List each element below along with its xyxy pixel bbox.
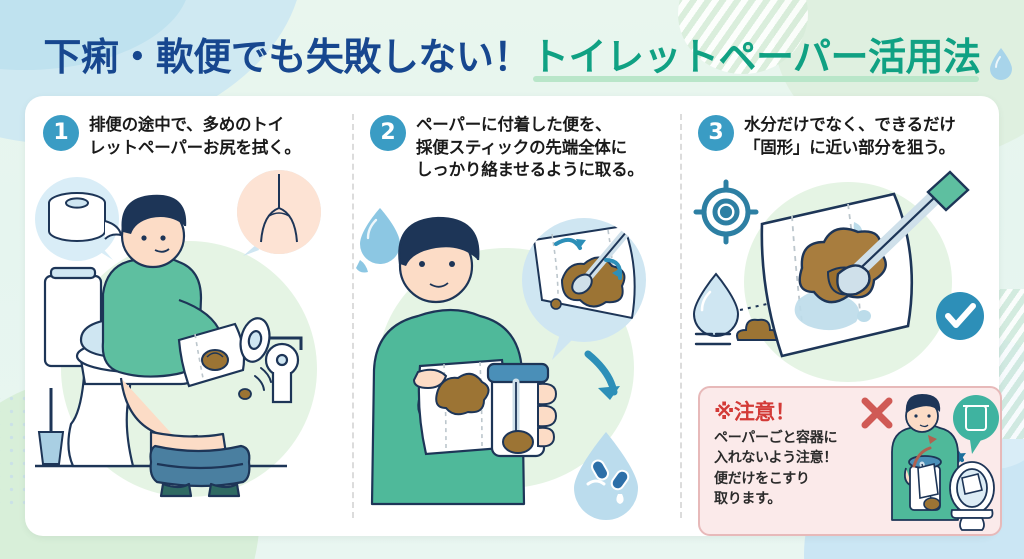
warning-body: ペーパーごと容器に 入れないよう注意！ 便だけをこすり 取ります。 — [714, 428, 864, 509]
step-1-number-badge: 1 — [43, 115, 79, 151]
toilet-paper-roll-inset — [35, 177, 123, 261]
stick-closeup-inset — [522, 218, 646, 360]
step-2-line-2: 採便スティックの先端全体に — [416, 137, 627, 157]
step-3-illustration — [692, 170, 984, 382]
step-3-text: 水分だけでなく、できるだけ 「固形」に近い部分を狙う。 — [744, 114, 956, 159]
buttocks-diagram-inset — [237, 170, 321, 256]
step-panel-3: 3 水分だけでなく、できるだけ 「固形」に近い部分を狙う。 — [680, 96, 999, 536]
page-title: 下痢・軟便でも失敗しない！トイレットペーパー活用法 — [0, 26, 1024, 82]
step-1-line-1: 排便の途中で、多めのトイ — [89, 115, 284, 134]
warning-line-2: 入れないよう注意！ — [714, 450, 838, 467]
paper-holder — [264, 336, 303, 404]
step-3-line-1: 水分だけでなく、できるだけ — [744, 115, 956, 134]
water-drop-icon-left — [692, 272, 740, 337]
step-2-illustration — [356, 208, 646, 520]
water-drop-decor-left — [356, 208, 400, 273]
toilet-brush — [37, 388, 65, 465]
water-drop-icon — [990, 48, 1012, 80]
step-1-header: 1 排便の途中で、多めのトイ レットペーパーお尻を拭く。 — [25, 96, 352, 159]
step-1-text: 排便の途中で、多めのトイ レットペーパーお尻を拭く。 — [89, 114, 301, 159]
check-badge — [936, 292, 984, 340]
step-2-text: ペーパーに付着した便を、 採便スティックの先端全体に しっかり絡ませるように取る… — [416, 114, 644, 182]
step-1-line-2: レットペーパーお尻を拭く。 — [89, 137, 301, 157]
collection-container — [486, 362, 558, 458]
background-striped-circle — [678, 0, 808, 74]
x-cross-icon — [861, 397, 893, 429]
title-navy-part: 下痢・軟便でも失敗しない！ — [43, 35, 531, 79]
warning-line-4: 取ります。 — [714, 490, 782, 507]
dropped-paper — [961, 473, 983, 495]
step-1-illustration — [35, 170, 321, 498]
step-3-number-badge: 3 — [698, 115, 734, 151]
collection-stick — [836, 170, 970, 296]
title-green-part: トイレットペーパー活用法 — [530, 35, 981, 82]
step-2-number-badge: 2 — [370, 115, 406, 151]
arrow-head — [598, 386, 620, 400]
panel-divider-1 — [352, 114, 354, 518]
paper-with-stool — [412, 358, 507, 456]
step-2-line-3: しっかり絡ませるように取る。 — [416, 160, 644, 180]
dashed-connector — [739, 297, 795, 311]
step-3-line-2: 「固形」に近い部分を狙う。 — [744, 137, 955, 157]
step-panel-2: 2 ペーパーに付着した便を、 採便スティックの先端全体に しっかり絡ませるように… — [352, 96, 680, 536]
panel-divider-2 — [680, 114, 682, 518]
step-3-header: 3 水分だけでなく、できるだけ 「固形」に近い部分を狙う。 — [680, 96, 999, 159]
title-green-text: トイレットペーパー活用法 — [530, 35, 981, 79]
step-2-header: 2 ペーパーに付着した便を、 採便スティックの先端全体に しっかり絡ませるように… — [352, 96, 680, 182]
water-drop-pills-decor — [574, 432, 638, 520]
container-speech-bubble — [953, 395, 999, 454]
step-2-line-1: ペーパーに付着した便を、 — [416, 115, 612, 134]
warning-illustration — [891, 394, 999, 531]
target-icon — [693, 179, 759, 245]
warning-line-1: ペーパーごと容器に — [714, 430, 838, 446]
warning-box: ※注意！ ペーパーごと容器に 入れないよう注意！ 便だけをこすり 取ります。 — [698, 386, 1002, 536]
warning-line-3: 便だけをこすり — [714, 470, 810, 487]
warning-heading: ※注意！ — [714, 400, 796, 424]
step-panel-1: 1 排便の途中で、多めのトイ レットペーパーお尻を拭く。 — [25, 96, 352, 536]
held-paper-with-stool — [177, 317, 272, 400]
upward-arrow-indicator — [912, 446, 932, 468]
